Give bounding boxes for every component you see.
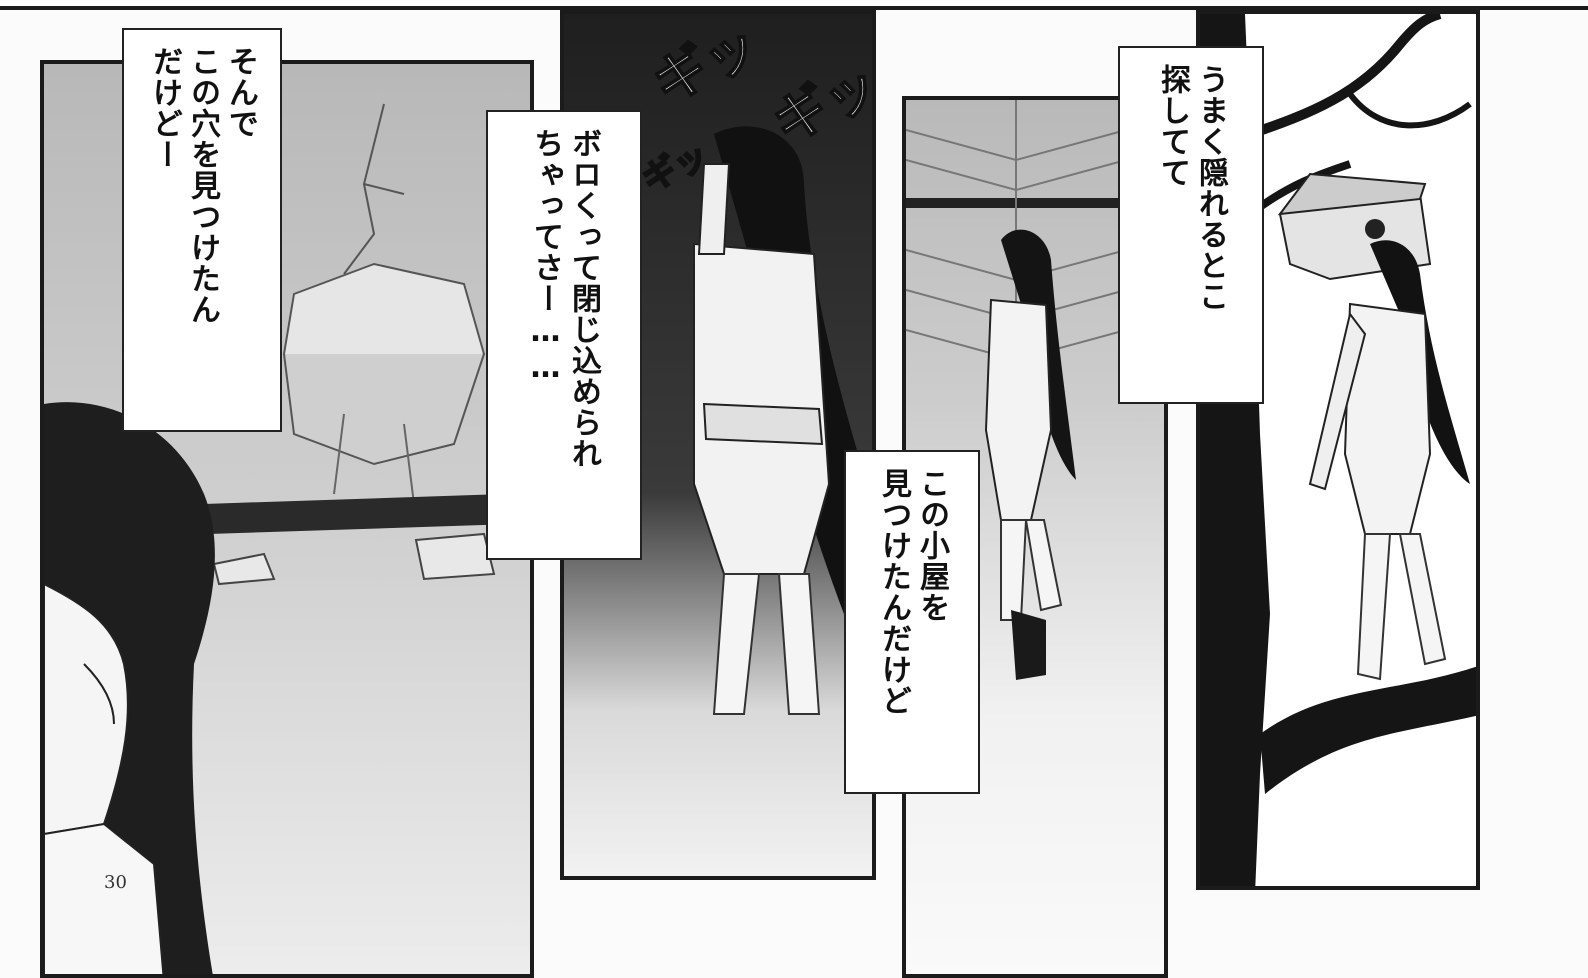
caption-panel4: うまく隠れるとこ 探してて [1118, 46, 1264, 404]
caption-line: 探してて [1155, 64, 1190, 188]
top-border [0, 6, 1588, 10]
caption-line: うまく隠れるとこ [1193, 64, 1228, 312]
panel-tree-art [1200, 14, 1476, 886]
caption-panel1: そんで この穴を見つけたん だけどー [122, 28, 282, 432]
panel-cracked-wall [40, 60, 534, 978]
caption-line: そんで [223, 46, 258, 139]
page-number: 30 [104, 872, 127, 893]
caption-line: ボロくって閉じ込められ [566, 128, 601, 469]
panel-tree [1196, 10, 1480, 890]
caption-panel3: この小屋を 見つけたんだけど [844, 450, 980, 794]
panel-stuck-door-art [564, 14, 872, 876]
caption-line: だけどー [147, 46, 182, 170]
panel-stuck-door [560, 10, 876, 880]
caption-line: この小屋を [914, 468, 949, 623]
panel-cracked-wall-art [44, 64, 530, 974]
caption-panel2: ボロくって閉じ込められ ちゃってさー…… [486, 110, 642, 560]
caption-line: ちゃってさー…… [528, 128, 563, 386]
caption-line: 見つけたんだけど [876, 468, 911, 716]
caption-line: この穴を見つけたん [185, 46, 220, 325]
